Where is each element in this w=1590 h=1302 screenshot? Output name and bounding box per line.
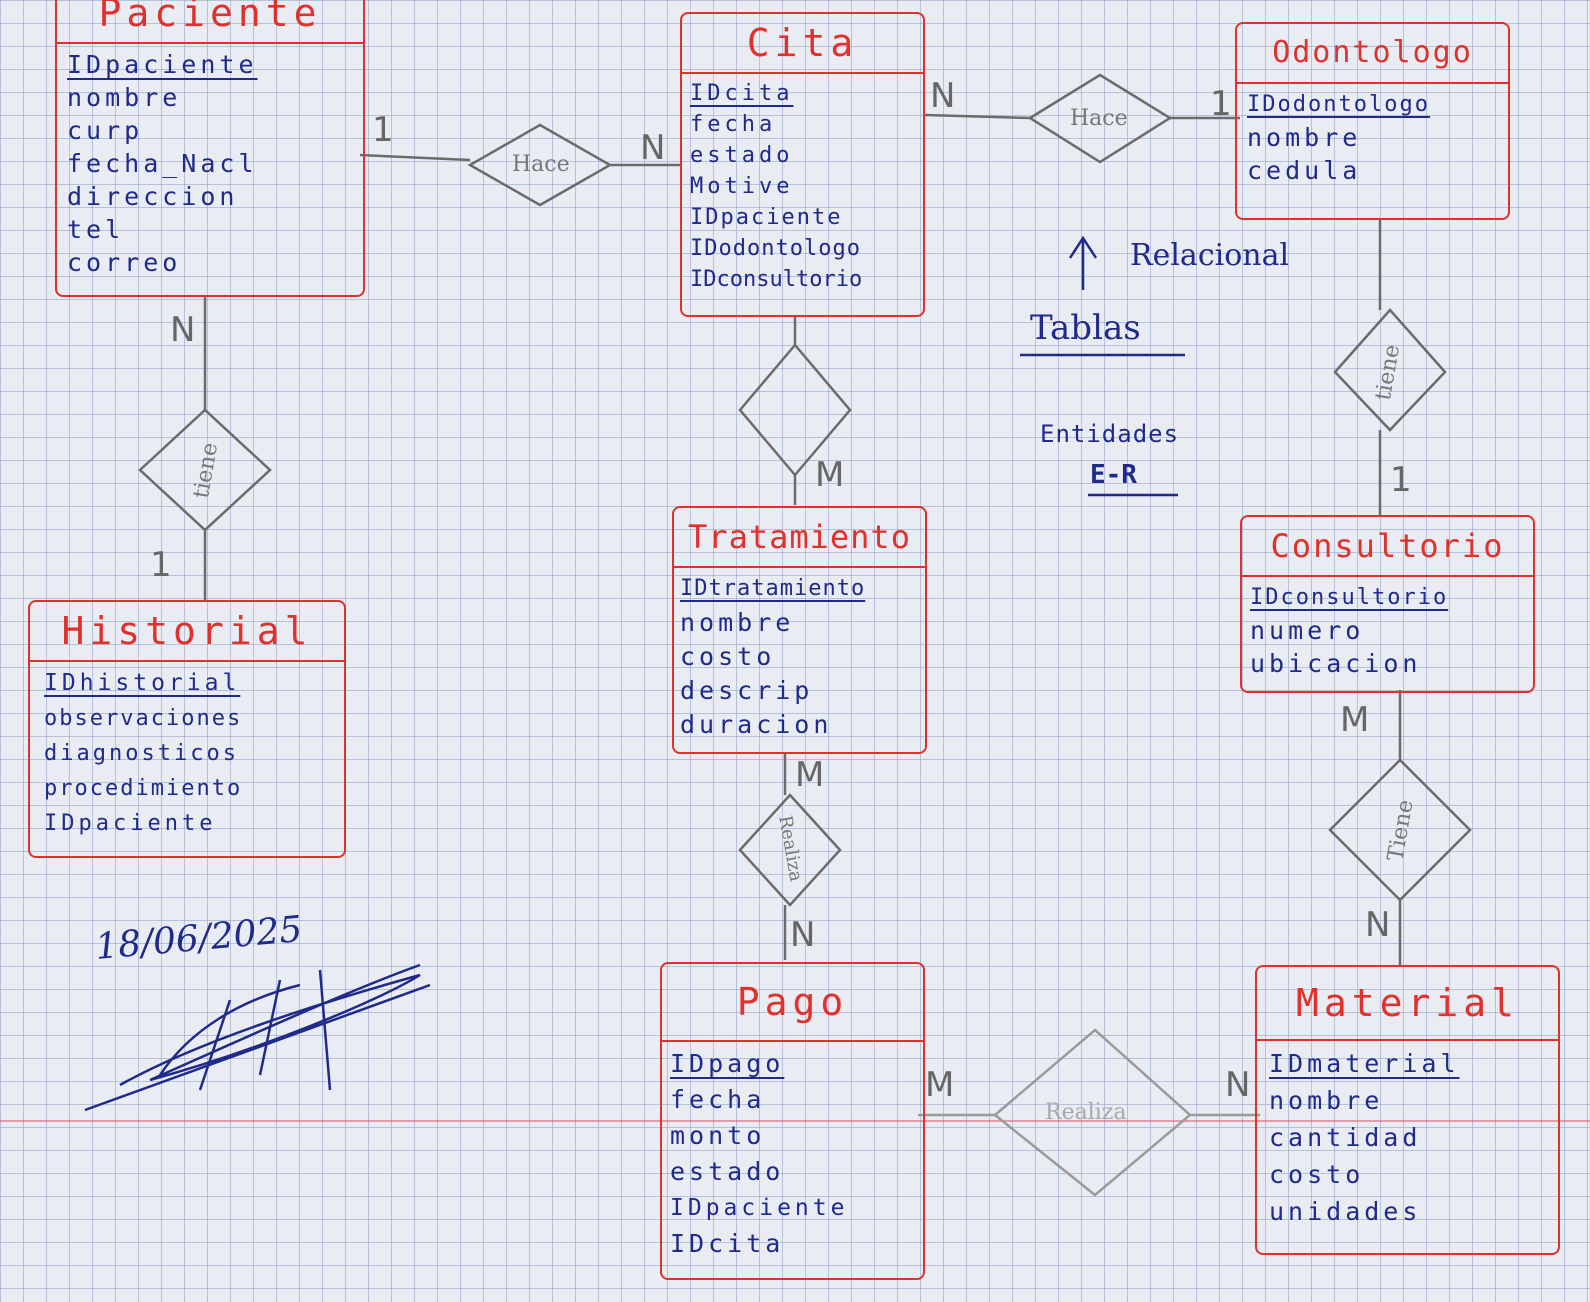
entity-title: Paciente [57,0,363,44]
diamond-tiene-2 [1333,308,1447,432]
attribute-pk: IDtratamiento [680,576,866,601]
attribute: fecha_Nacl [67,149,258,178]
relationship-label: Hace [512,152,570,177]
attribute: cantidad [1269,1123,1422,1152]
entity-title: Pago [662,964,923,1042]
relationship-label: Realiza [1045,1100,1127,1125]
entity-title: Odontologo [1237,24,1508,84]
entity-title: Tratamiento [674,508,925,568]
attribute: IDpaciente [670,1195,849,1221]
attribute: IDpaciente [690,205,843,230]
entity-paciente[interactable]: Paciente IDpaciente nombre curp fecha_Na… [55,0,365,297]
attribute: costo [680,642,776,671]
cardinality-label: 1 [372,110,394,150]
attribute: IDcita [670,1229,785,1258]
relationship-label: Hace [1070,106,1128,131]
entity-title: Cita [682,14,923,74]
attribute: curp [67,116,144,145]
attribute: IDpaciente [44,811,217,836]
attribute: estado [670,1157,785,1186]
entity-pago[interactable]: Pago IDpago fecha monto estado IDpacient… [660,962,925,1280]
cardinality-label: N [640,128,666,168]
attribute-list: IDcita fecha estado Motive IDpaciente ID… [682,74,923,295]
cardinality-label: N [790,915,816,955]
attribute-list: IDtratamiento nombre costo descrip durac… [674,568,925,742]
diamond-tiene-1 [138,408,272,532]
entity-consultorio[interactable]: Consultorio IDconsultorio numero ubicaci… [1240,515,1535,693]
attribute-pk: IDodontologo [1247,92,1430,117]
attribute: estado [690,143,794,168]
attribute: observaciones [44,706,243,731]
entity-historial[interactable]: Historial IDhistorial observaciones diag… [28,600,346,858]
attribute: correo [67,248,182,277]
note-tablas: Tablas [1030,308,1141,348]
attribute-list: IDconsultorio numero ubicacion [1242,577,1533,680]
attribute: nombre [1269,1086,1384,1115]
diamond-tiene-3 [1328,758,1472,902]
entity-title: Consultorio [1242,517,1533,577]
cardinality-label: M [1340,700,1370,740]
attribute-pk: IDconsultorio [1250,585,1449,610]
paper-margin-line [0,1120,1590,1122]
attribute: cedula [1247,156,1362,185]
entity-title: Material [1257,967,1558,1041]
cardinality-label: N [1225,1065,1251,1105]
attribute-list: IDpago fecha monto estado IDpaciente IDc… [662,1042,923,1262]
attribute: monto [670,1121,766,1150]
attribute: nombre [67,83,182,112]
diamond-realiza-2 [738,793,842,907]
attribute-pk: IDcita [690,81,794,106]
attribute: ubicacion [1250,649,1422,678]
attribute-pk: IDmaterial [1269,1049,1460,1078]
attribute: diagnosticos [44,741,239,766]
attribute: numero [1250,616,1365,645]
attribute-list: IDhistorial observaciones diagnosticos p… [30,662,344,841]
attribute-list: IDodontologo nombre cedula [1237,84,1508,187]
cardinality-label: 1 [1210,84,1232,124]
signature [84,963,431,1112]
attribute: unidades [1269,1197,1422,1226]
attribute: fecha [670,1085,766,1114]
cardinality-label: N [1365,905,1391,945]
attribute: duracion [680,710,833,739]
entity-title: Historial [30,602,344,662]
cardinality-label: M [795,755,825,795]
entity-tratamiento[interactable]: Tratamiento IDtratamiento nombre costo d… [672,506,927,754]
entity-material[interactable]: Material IDmaterial nombre cantidad cost… [1255,965,1560,1255]
attribute-pk: IDpago [670,1049,785,1078]
attribute: procedimiento [44,776,243,801]
attribute-pk: IDhistorial [44,670,241,696]
cardinality-label: 1 [150,545,172,585]
entity-cita[interactable]: Cita IDcita fecha estado Motive IDpacien… [680,12,925,317]
cardinality-label: 1 [1390,460,1412,500]
cardinality-label: M [815,455,845,495]
note-er: E-R [1090,460,1137,490]
attribute: IDodontologo [690,236,861,261]
attribute-pk: IDpaciente [67,50,258,79]
attribute: direccion [67,182,239,211]
cardinality-label: N [170,310,196,350]
note-relacional: Relacional [1130,238,1290,273]
attribute: tel [67,215,125,244]
attribute: nombre [680,608,795,637]
attribute: costo [1269,1160,1365,1189]
note-entidades: Entidades [1040,420,1180,448]
attribute: nombre [1247,123,1362,152]
entity-odontologo[interactable]: Odontologo IDodontologo nombre cedula [1235,22,1510,220]
attribute: Motive [690,174,794,199]
attribute-list: IDpaciente nombre curp fecha_Nacl direcc… [57,44,363,279]
diamond-realiza-1 [738,343,852,477]
arrow-icon [1068,235,1098,290]
cardinality-label: N [930,76,956,116]
cardinality-label: M [925,1065,955,1105]
attribute: fecha [690,112,777,137]
line-paciente-hace [359,153,471,162]
attribute: descrip [680,676,814,705]
attribute: IDconsultorio [690,267,863,292]
line-cita-hace [924,113,1031,120]
attribute-list: IDmaterial nombre cantidad costo unidade… [1257,1041,1558,1230]
